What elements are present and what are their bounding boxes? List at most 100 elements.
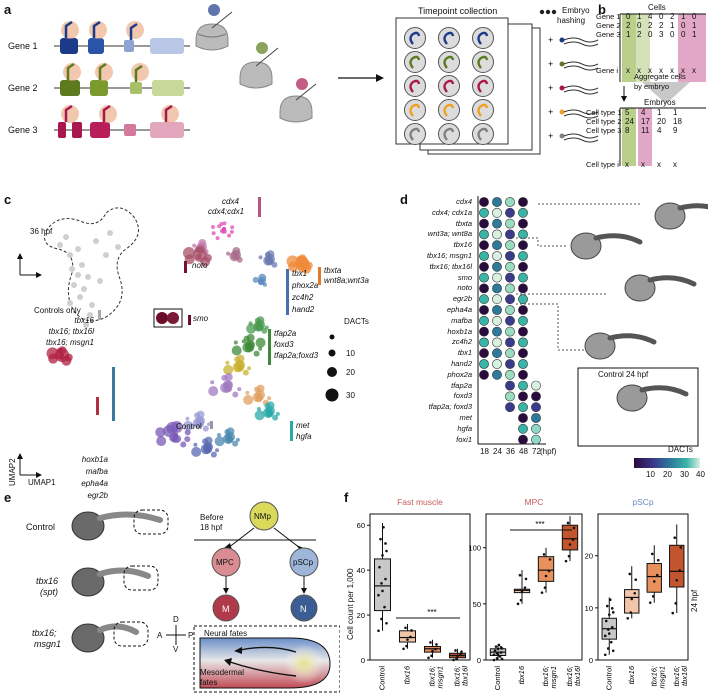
celltype-row-label: Cell type 2 xyxy=(586,117,622,126)
data-point xyxy=(610,607,614,610)
gene-row-label: Gene 2 xyxy=(596,21,621,30)
f-ylabel: Cell count per 1,000 xyxy=(346,568,355,640)
panel-e-schematic xyxy=(71,501,340,693)
dotplot-col-label: 36 xyxy=(506,447,515,456)
dacts-size-10: 10 xyxy=(346,349,355,358)
data-point xyxy=(605,604,609,608)
plot-frame xyxy=(597,513,689,661)
celltype-row-label: Cell type i xyxy=(586,160,619,169)
dot xyxy=(479,305,489,315)
data-point xyxy=(460,650,463,653)
data-point xyxy=(499,651,503,654)
dot xyxy=(505,359,515,369)
matrix-cell: 1 xyxy=(637,12,642,21)
matrix-cell: 2 xyxy=(626,21,631,30)
data-point xyxy=(452,658,455,662)
data-point xyxy=(379,537,382,541)
dot xyxy=(505,251,515,261)
dot xyxy=(492,197,502,207)
dot xyxy=(492,251,502,261)
box xyxy=(399,630,416,643)
y-tick-label: 0 xyxy=(589,656,593,665)
dacts-colorbar xyxy=(634,458,700,468)
data-point xyxy=(495,656,499,660)
nmp-label: NMp xyxy=(254,512,271,521)
tbx16-label: tbx16 xyxy=(74,316,94,325)
matrix-cell: 0 xyxy=(681,21,686,30)
hgfa-label: hgfa xyxy=(296,432,312,441)
matrix-cell: x xyxy=(673,160,677,169)
control-label: Control xyxy=(176,422,202,431)
meso-fates-label-2: fates xyxy=(200,678,218,687)
gene-label-1: Gene 1 xyxy=(8,41,38,51)
x-tick-label: Control xyxy=(493,666,502,691)
smo-label: smo xyxy=(193,314,209,323)
gene-row-label: Gene i xyxy=(596,66,619,75)
data-point xyxy=(547,569,551,573)
box xyxy=(561,524,579,551)
tfap2a-foxd3-label: tfap2a;foxd3 xyxy=(274,351,319,360)
data-point xyxy=(459,653,462,656)
dot xyxy=(479,240,489,251)
dot xyxy=(492,218,502,229)
dot xyxy=(492,305,502,315)
wnt8a-wnt3a-label: wnt8a;wnt3a xyxy=(324,276,369,285)
dot xyxy=(518,197,528,207)
dot xyxy=(492,240,502,251)
matrix-cell: 2 xyxy=(670,12,675,21)
dot xyxy=(518,326,528,337)
matrix-cell: 8 xyxy=(625,126,630,135)
x-tick-label: tbx16 xyxy=(517,665,526,684)
data-point xyxy=(571,538,575,541)
data-point xyxy=(455,657,458,661)
data-point xyxy=(608,598,612,602)
dot xyxy=(492,294,502,305)
dot xyxy=(492,272,502,283)
dacts-size-30: 30 xyxy=(346,391,355,400)
gene-label-3: Gene 3 xyxy=(8,125,38,135)
data-point xyxy=(674,602,678,605)
x-tick-label: tbx16l xyxy=(680,666,689,686)
data-point xyxy=(548,558,552,561)
dot xyxy=(505,391,515,402)
matrix-cell: 0 xyxy=(648,30,653,39)
data-point xyxy=(430,654,433,658)
dot xyxy=(479,283,489,294)
before-label-2: 18 hpf xyxy=(200,523,223,532)
dot xyxy=(518,315,528,326)
data-point xyxy=(381,554,384,557)
dot xyxy=(479,251,489,261)
data-point xyxy=(568,543,572,546)
dot xyxy=(479,359,489,369)
matrix-cell: 9 xyxy=(673,126,678,135)
data-point xyxy=(520,590,524,593)
matrix-cell: 1 xyxy=(673,108,678,117)
dot xyxy=(505,218,515,229)
data-point xyxy=(651,595,655,598)
data-point xyxy=(500,657,504,661)
x-tick-label: tbx16l xyxy=(461,666,470,686)
condition-tbx16: tbx16 xyxy=(36,576,59,586)
data-point xyxy=(518,573,522,577)
dot xyxy=(492,261,502,272)
matrix-cell: x xyxy=(681,66,685,75)
data-point xyxy=(567,554,571,558)
x-tick-label: tbx16 xyxy=(627,665,636,684)
dot xyxy=(505,326,515,337)
gene-label-2: Gene 2 xyxy=(8,83,38,93)
dotplot-row-label: cdx4 xyxy=(456,197,472,206)
matrix-cell: 0 xyxy=(626,12,631,21)
dot xyxy=(518,380,528,391)
tbx16-tbx16l-label: tbx16; tbx16l xyxy=(48,327,94,336)
tfap2a-label: tfap2a xyxy=(274,329,297,338)
dot xyxy=(479,272,489,283)
data-point xyxy=(648,601,652,604)
data-point xyxy=(609,640,613,644)
mafba-label: mafba xyxy=(85,467,108,476)
dot xyxy=(518,218,528,229)
dotplot-row-label: foxi1 xyxy=(456,434,472,444)
m-node-label: M xyxy=(222,604,230,614)
y-tick-label: 50 xyxy=(473,600,481,609)
data-point xyxy=(607,632,611,635)
hoxb1a-label: hoxb1a xyxy=(81,455,108,464)
